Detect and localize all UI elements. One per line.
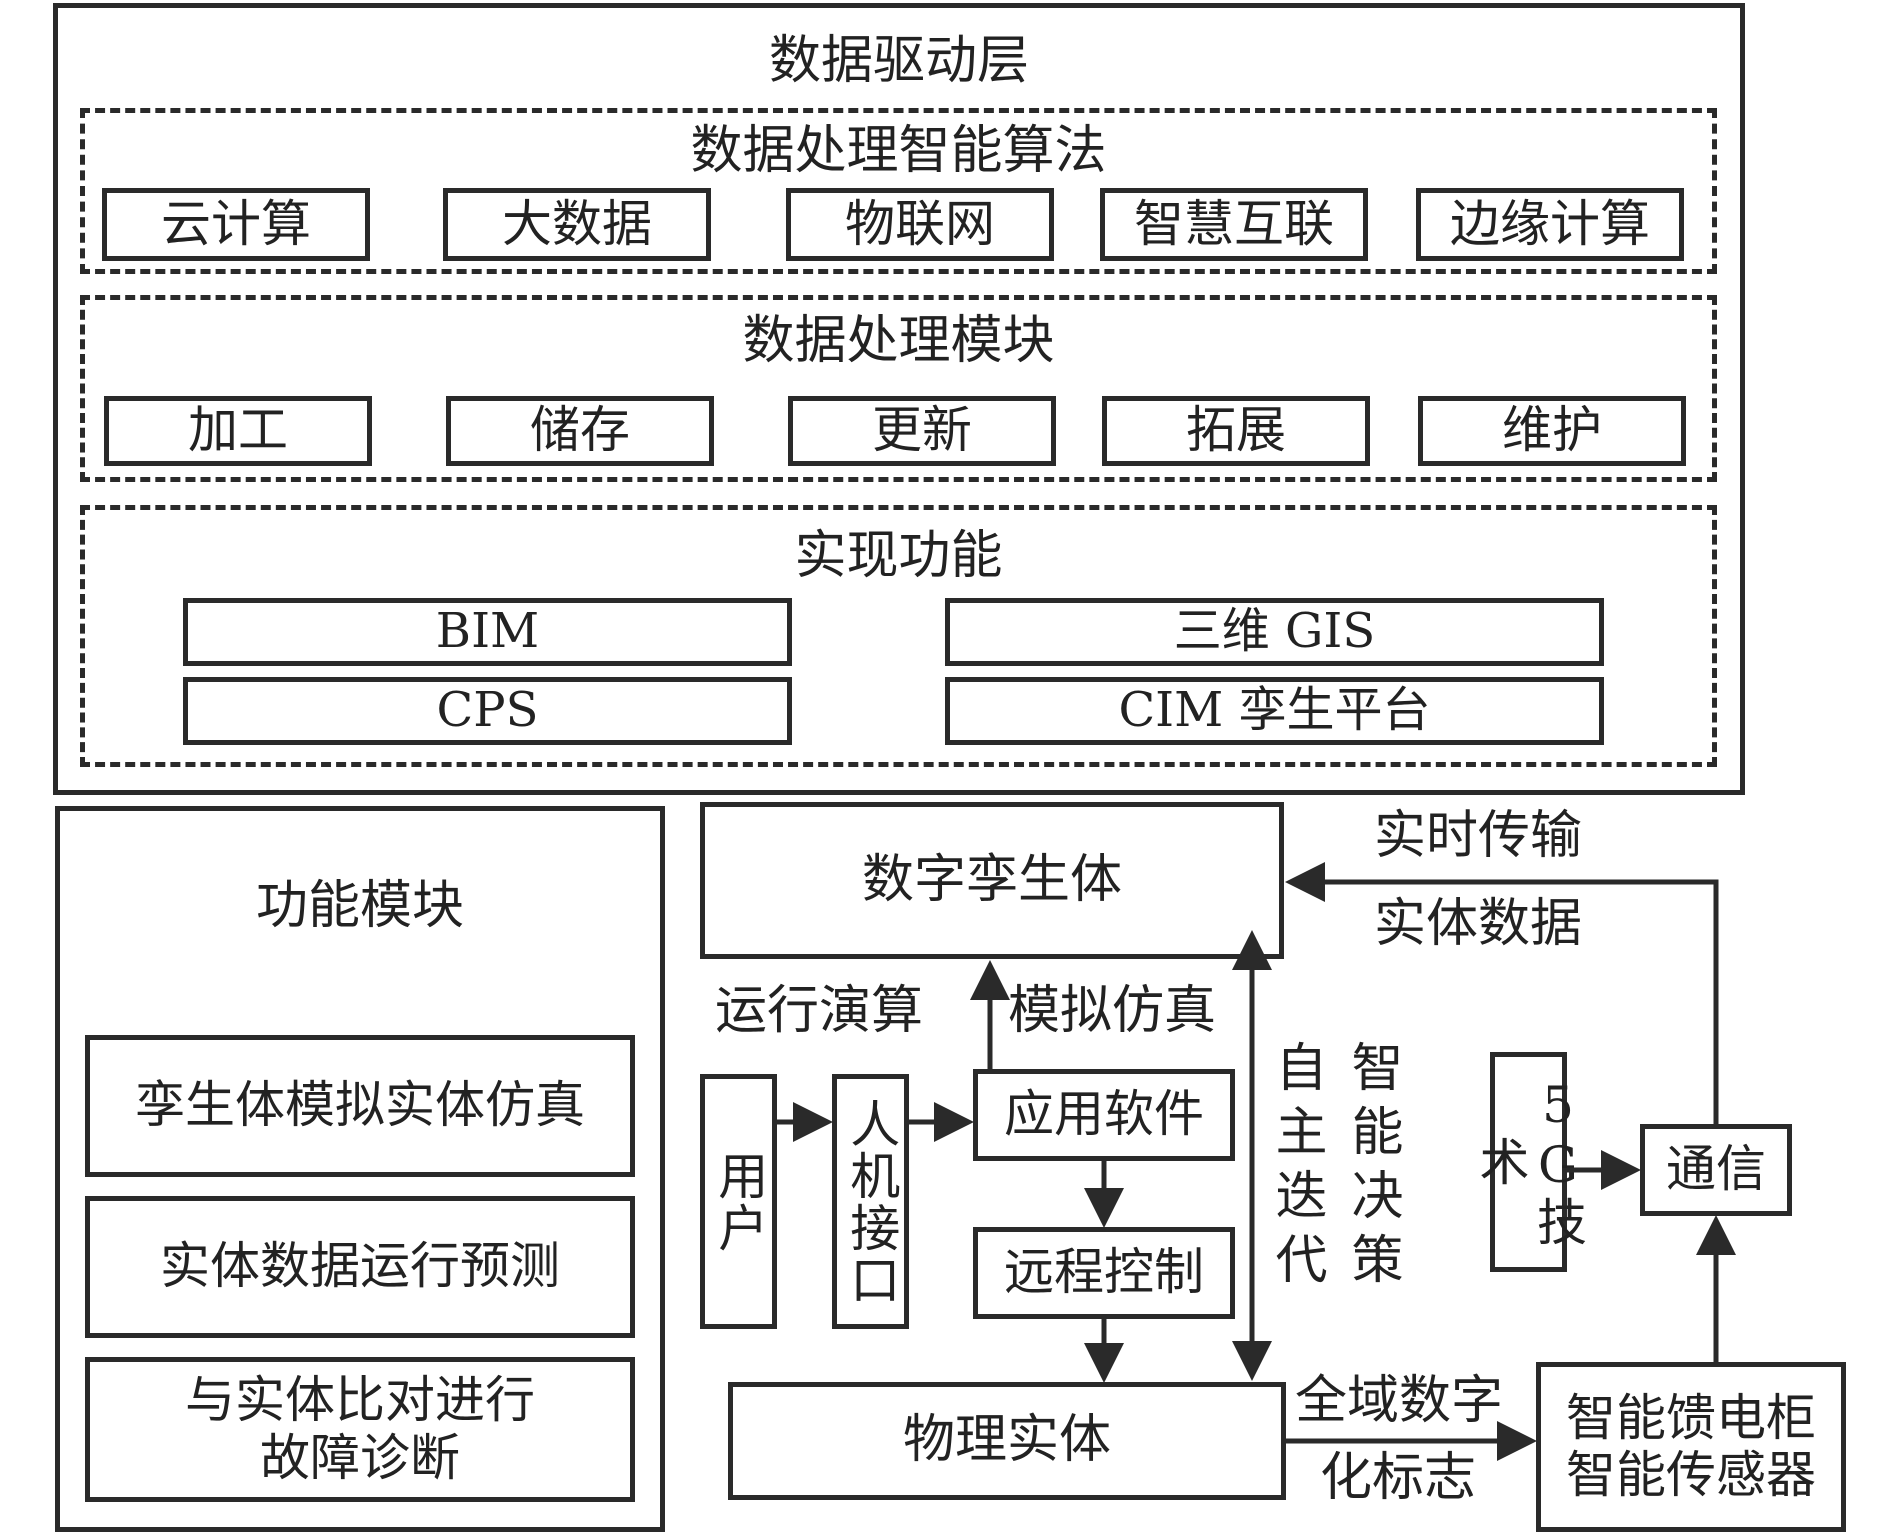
label-autonomous-iteration: 自主迭代 <box>1266 1040 1326 1296</box>
label-global-digital: 全域数字 <box>1295 1371 1504 1431</box>
label-smart-decision: 智能决策 <box>1342 1040 1402 1296</box>
functions-group <box>80 505 1717 767</box>
modules-title: 数据处理模块 <box>742 311 1055 371</box>
label-realtime-transfer: 实时传输 <box>1374 806 1583 866</box>
smart-device-box: 智能馈电柜 智能传感器 <box>1536 1362 1846 1532</box>
hmi-box: 人机接口 <box>832 1074 909 1329</box>
app-software-box: 应用软件 <box>973 1069 1235 1161</box>
algo-smart-interconnect: 智慧互联 <box>1100 188 1368 261</box>
fm-data-prediction: 实体数据运行预测 <box>85 1196 635 1338</box>
module-storage: 储存 <box>446 396 714 466</box>
remote-control-box: 远程控制 <box>973 1227 1235 1319</box>
function-module-title: 功能模块 <box>255 876 464 936</box>
label-entity-data: 实体数据 <box>1374 894 1583 954</box>
algo-cloud-computing: 云计算 <box>102 188 370 261</box>
smart-device-feeder: 智能馈电柜 <box>1566 1388 1816 1447</box>
function-cim-twin-platform: CIM 孪生平台 <box>945 677 1604 745</box>
modules-group <box>80 295 1717 482</box>
comm-box: 通信 <box>1640 1124 1792 1216</box>
function-3d-gis: 三维 GIS <box>945 598 1604 666</box>
algorithms-title: 数据处理智能算法 <box>690 121 1107 181</box>
function-cps: CPS <box>183 677 792 745</box>
fm-fault-diagnosis: 与实体比对进行 故障诊断 <box>85 1357 635 1502</box>
algorithms-group <box>80 108 1717 274</box>
digital-twin-box: 数字孪生体 <box>700 802 1284 959</box>
tech-5g-box: 5G技术 <box>1472 1052 1587 1272</box>
fm-twin-simulation: 孪生体模拟实体仿真 <box>85 1035 635 1177</box>
module-processing: 加工 <box>104 396 372 466</box>
algo-iot: 物联网 <box>786 188 1054 261</box>
label-identification: 化标志 <box>1320 1448 1477 1508</box>
smart-device-sensor: 智能传感器 <box>1566 1446 1816 1504</box>
label-run-calc: 运行演算 <box>715 981 924 1041</box>
algo-edge-computing: 边缘计算 <box>1416 188 1684 261</box>
functions-title: 实现功能 <box>794 526 1003 586</box>
label-simulate: 模拟仿真 <box>1008 981 1217 1041</box>
module-update: 更新 <box>788 396 1056 466</box>
algo-big-data: 大数据 <box>443 188 711 261</box>
user-box: 用户 <box>700 1074 777 1329</box>
module-maintain: 维护 <box>1418 396 1686 466</box>
data-layer-title: 数据驱动层 <box>768 31 1029 91</box>
physical-entity-box: 物理实体 <box>728 1382 1286 1500</box>
module-expand: 拓展 <box>1102 396 1370 466</box>
function-bim: BIM <box>183 598 792 666</box>
